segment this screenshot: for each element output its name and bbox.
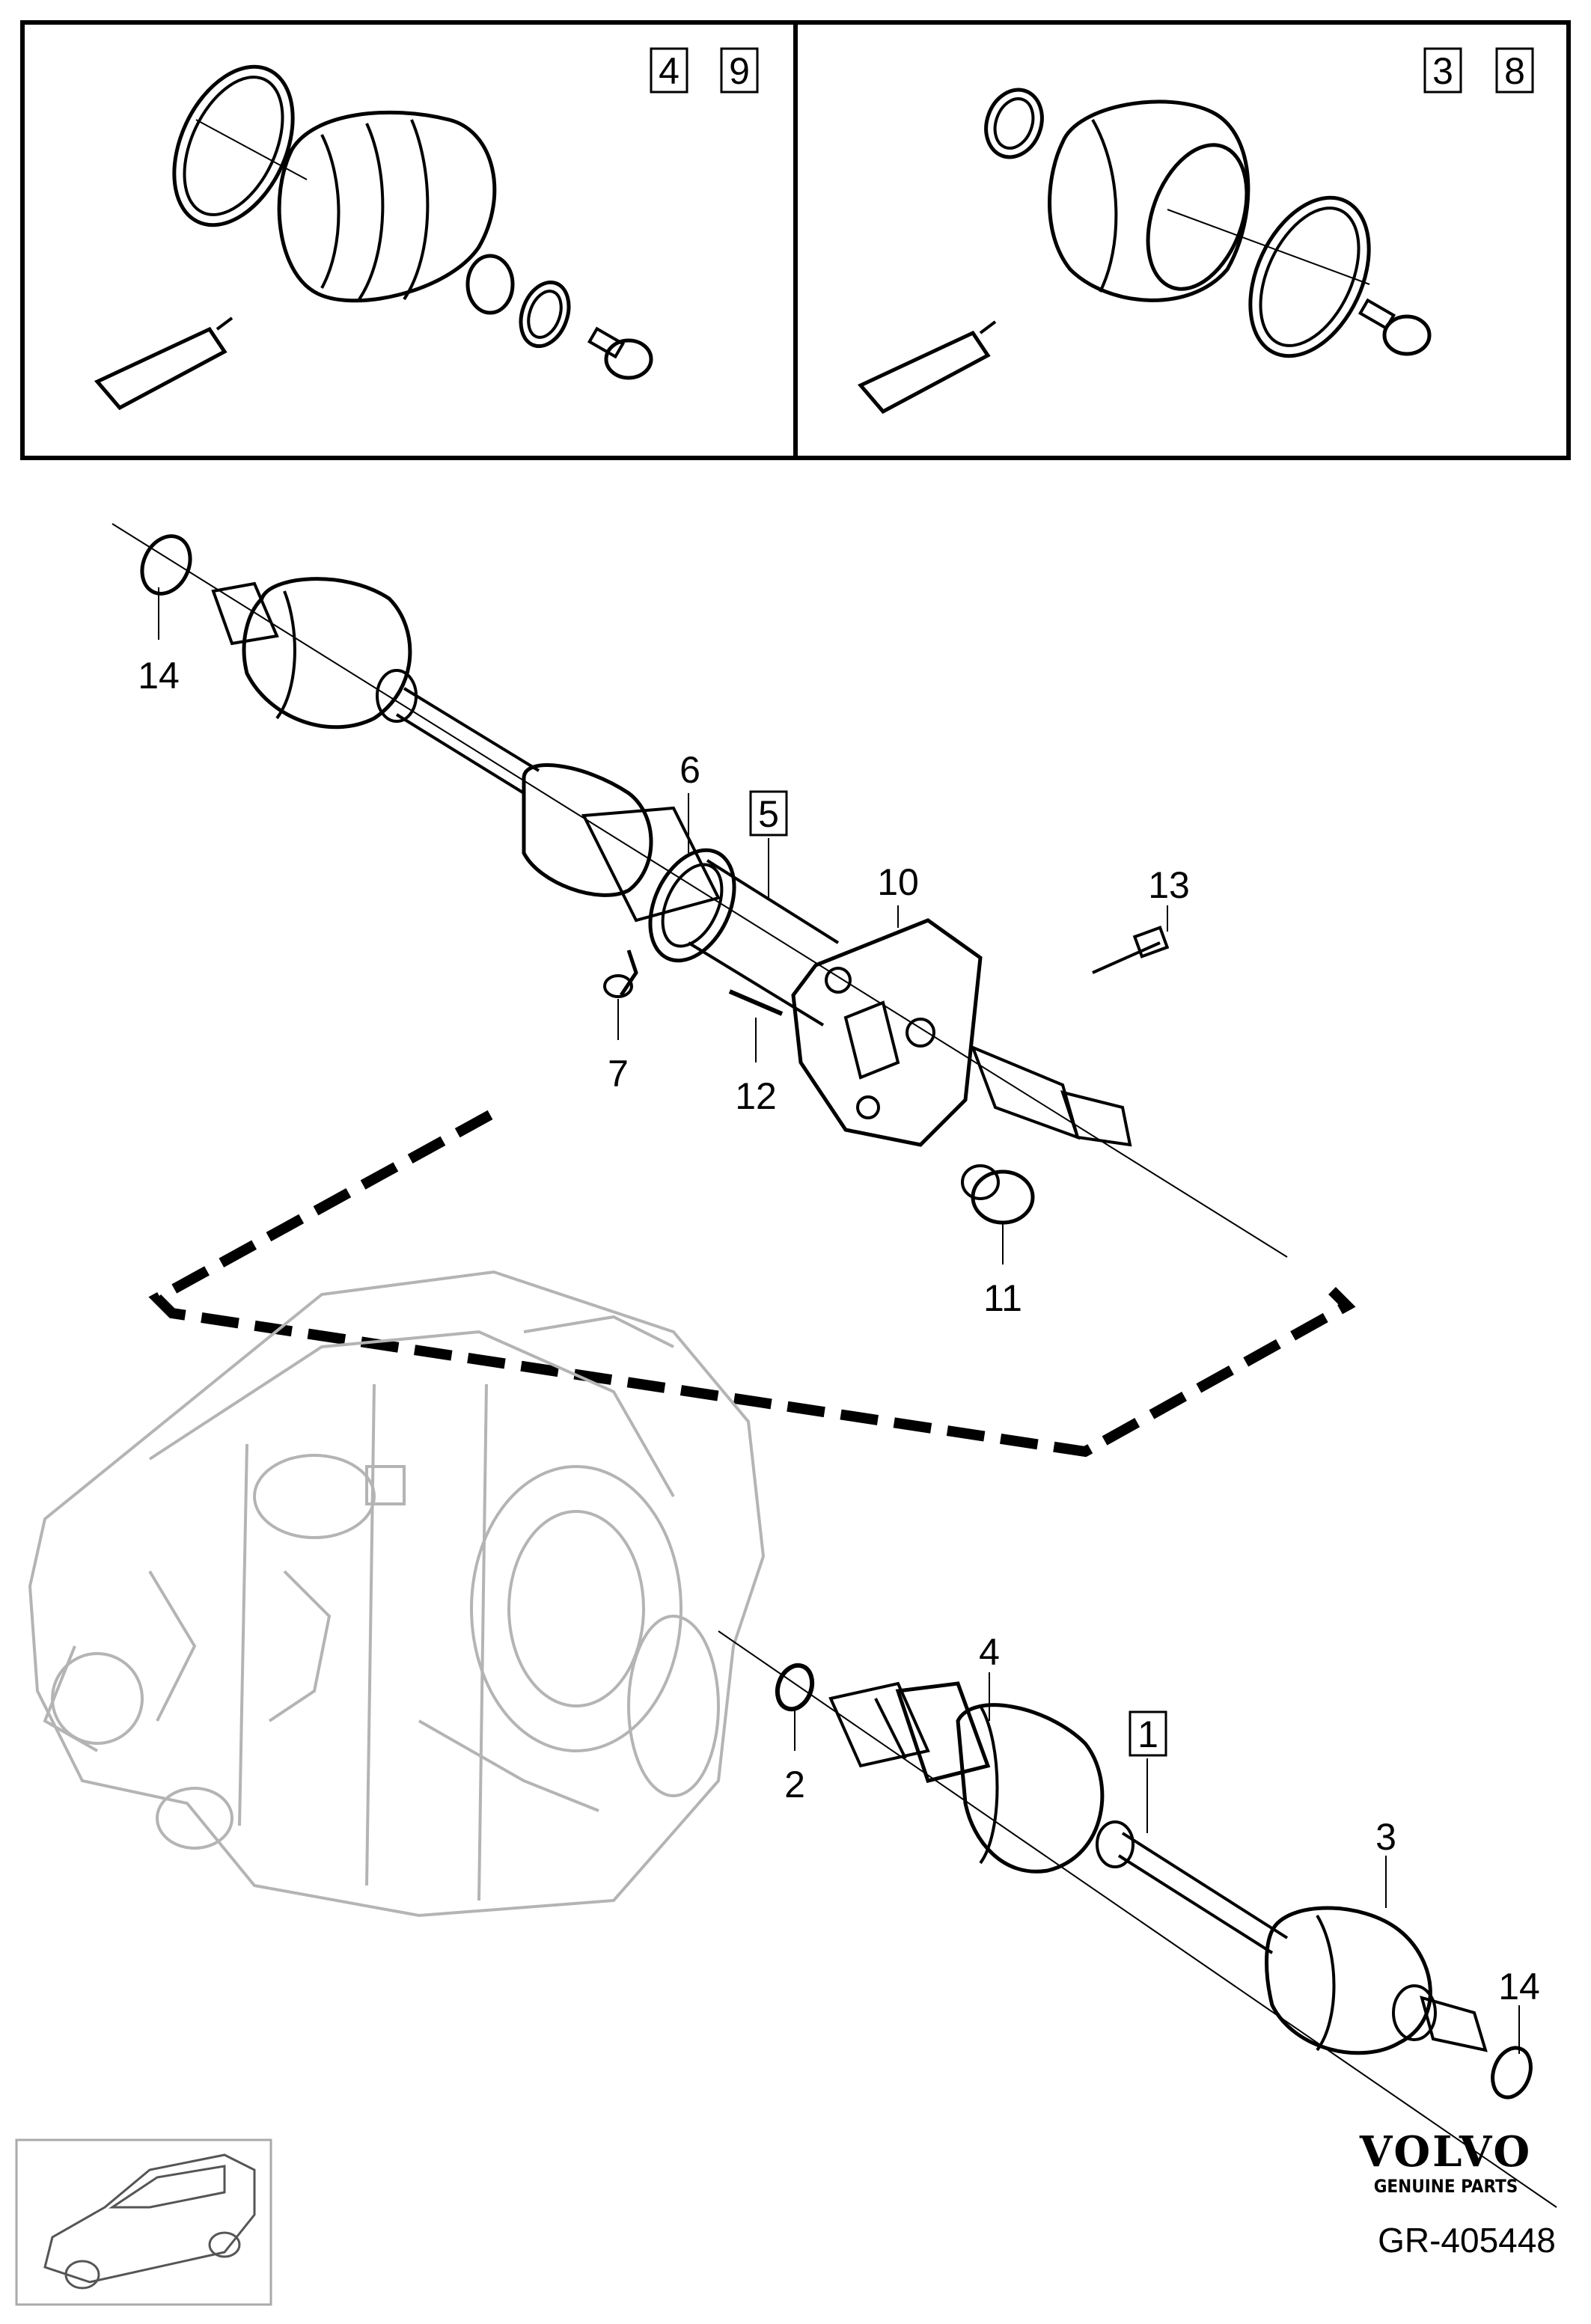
left-panel-boot-kit [94,64,653,411]
ref-box-4: 4 [659,50,680,92]
top-panels [20,20,1571,460]
vehicle-thumbnail [15,2138,272,2306]
genuine-parts-tagline: GENUINE PARTS [1374,2176,1518,2197]
ref-box-5: 5 [758,793,779,835]
upper-leaders [158,587,1168,1265]
footer: VOLVO GENUINE PARTS GR-405448 [1359,2127,1556,2260]
callout-7: 7 [608,1053,629,1095]
ref-box-3: 3 [1432,50,1453,92]
callout-labels: 14 6 5 10 13 7 12 11 4 1 2 3 14 [138,655,1540,2007]
callout-6: 6 [680,749,700,791]
right-panel-boot-kit [857,88,1432,415]
dashed-outline [148,1110,1356,1458]
callout-13: 13 [1148,864,1190,906]
drawing-number: GR-405448 [1378,2221,1556,2260]
callout-3: 3 [1375,1816,1396,1858]
gearbox [28,1270,766,1918]
lower-leaders [794,1672,1520,2054]
callout-12: 12 [735,1075,777,1117]
lower-driveshaft [718,1630,1557,2208]
ref-box-1: 1 [1137,1713,1158,1755]
ref-box-8: 8 [1504,50,1525,92]
volvo-logo: VOLVO [1359,2127,1532,2177]
callout-14-bottom: 14 [1498,1966,1540,2007]
left-panel-ref-boxes: 4 9 [650,47,759,94]
callout-14-top: 14 [138,655,180,697]
callout-10: 10 [877,861,919,903]
upper-driveshaft [112,523,1288,1258]
ref-box-9: 9 [729,50,750,92]
callout-4: 4 [979,1631,1000,1673]
callout-2: 2 [784,1764,805,1805]
right-panel-ref-boxes: 3 8 [1423,47,1534,94]
callout-11: 11 [983,1277,1022,1319]
